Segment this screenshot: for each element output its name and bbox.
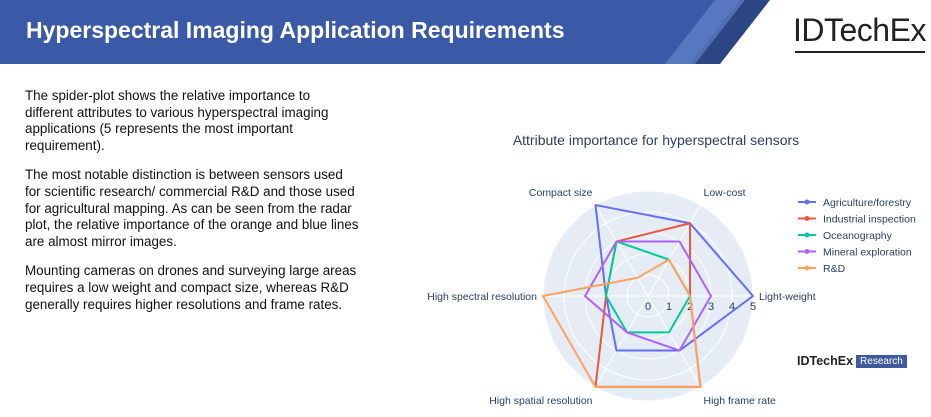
header-blue-band [0,0,755,64]
grid-spoke [647,295,701,388]
description-text: The spider-plot shows the relative impor… [25,88,360,326]
axis-label: Compact size [529,187,593,199]
legend-entry: R&D [823,263,846,275]
paragraph-1: The spider-plot shows the relative impor… [25,88,329,153]
radial-tick-label: 3 [708,301,714,313]
radial-tick-label: 1 [666,301,672,313]
brand-underline [795,51,925,53]
legend-marker [804,232,810,238]
legend-marker [804,249,810,254]
legend-entry: Oceanography [823,230,893,242]
grid-spoke [595,295,649,388]
legend-marker [804,265,810,271]
radar-chart: Attribute importance for hyperspectral s… [400,120,931,417]
axis-label: Low-cost [704,187,746,199]
header-graphic [0,0,770,64]
grid-spoke [647,204,701,297]
brand-logo: IDTechEx [793,12,926,48]
page-title: Hyperspectral Imaging Application Requir… [26,17,565,43]
radial-tick-label: 5 [750,301,756,313]
axis-label: High spectral resolution [427,291,537,303]
series-line [584,240,712,352]
legend-entry: Mineral exploration [823,247,912,259]
axis-label: High frame rate [704,395,777,407]
watermark-brand: IDTechEx [797,354,854,368]
legend-entry: Industrial inspection [823,214,916,226]
radial-tick-label: 0 [645,301,651,313]
header-stripe-dark [690,0,770,64]
radar-svg: Attribute importance for hyperspectral s… [427,132,916,407]
chart-title: Attribute importance for hyperspectral s… [513,132,799,148]
series-line [542,258,702,388]
header-band: Hyperspectral Imaging Application Requir… [0,0,931,64]
watermark-sub: Research [856,354,907,368]
legend-marker [804,216,810,221]
grid-spoke [595,204,649,297]
paragraph-2: The most notable distinction is between … [25,167,359,249]
radial-tick-label: 2 [687,301,693,313]
axis-label: High spatial resolution [489,395,592,407]
radial-tick-label: 4 [729,301,735,313]
chart-watermark: IDTechEx Research [797,354,907,368]
axis-label: Light-weight [759,291,816,303]
legend-entry: Agriculture/forestry [823,197,912,209]
paragraph-3: Mounting cameras on drones and surveying… [25,263,357,312]
legend-marker [804,199,810,205]
header-stripe-light [665,0,745,64]
